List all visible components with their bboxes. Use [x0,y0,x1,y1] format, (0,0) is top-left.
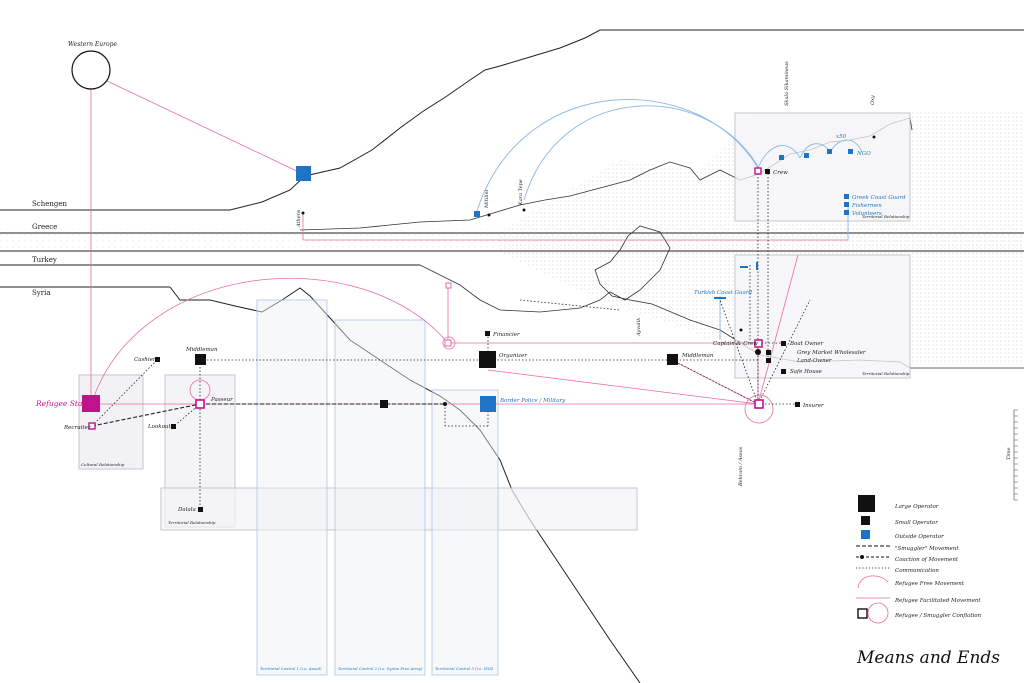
boat-owner-label: Boat Owner [789,341,824,347]
grey-market-label: Grey Market Wholesaler [797,350,866,356]
safe-house-label: Safe House [790,369,823,375]
oxy-label: Oxy [870,95,876,105]
organizer-node [479,351,496,368]
behram-label: Behram / Assos [738,446,744,487]
ngo-label: NGO [856,151,871,157]
organizer-label: Organizer [499,353,527,359]
smuggler-movement [91,403,445,427]
refugee-start-node [82,395,100,412]
crew-top-label: Crew [773,170,788,176]
dalala-node [198,507,203,512]
greek-coast-guard-label: Greek Coast Guard [852,195,906,201]
financier-node [485,331,490,336]
middleman-right-node [667,354,678,365]
grey-market-node [766,350,771,355]
athens-label: Athens [296,209,302,228]
cashier-label: Cashier [134,357,156,363]
kara-tepe-label: Kara Tepe [518,179,524,206]
border-police-node [480,396,496,412]
time-axis: Time [1006,409,1018,501]
small-operator-icon [861,516,870,525]
financier-label: Financier [492,332,520,338]
legend-label: "Smuggler" Movement [895,546,959,552]
territorial-top-label: Territorial Relationship [862,214,910,219]
passeur-node [195,399,205,409]
turkish-coast-guard-node [714,297,726,299]
dalala-label: Dalala [177,507,196,513]
middleman-left-label: Middleman [185,347,218,353]
ngo-node [848,149,853,154]
crew-top-node [765,169,770,174]
land-owner-label: Land-Owner [796,358,832,364]
labels: Western Europe Schengen Greece Turkey Sy… [32,41,910,671]
syria-label: Syria [32,289,51,297]
border-police-label: Border Police / Military [499,398,566,404]
time-label: Time [1006,447,1012,460]
legend-label: Refugee Facilitated Movement [894,598,981,604]
mitilini-label: Mitilini [484,189,490,209]
insurer-label: Insurer [802,403,824,409]
volunteers-label: Volunteers [852,211,882,217]
legend-label: Refugee / Smuggler Conflation [894,613,982,619]
smuggler-node [380,400,388,408]
lookout-node [171,424,176,429]
large-operator-icon [858,495,875,512]
skala-label: Skala Sikamineas [784,61,790,106]
conflation-icon [857,602,889,624]
captain-crew-label: Captain & Crew [713,341,758,347]
greece-label: Greece [32,223,57,231]
legend-label: Outside Operator [895,534,944,540]
middleman-right-label: Middleman [681,353,714,359]
page-title: Means and Ends [856,648,1000,668]
boat-owner-node [781,341,786,346]
control3-label: Territorial Control 3 (i.e. ISIS) [435,666,494,671]
cultural-label: Cultural Relationship [81,462,125,467]
western-europe-label: Western Europe [68,41,117,48]
nodes [71,50,876,512]
coastline-syria [169,286,641,683]
ayvalik-label: Ayvalik [636,318,642,337]
cashier-node [155,357,160,362]
territorial-right-label: Territorial Relationship [862,371,910,376]
legend-label: Coaction of Movement [895,557,959,563]
outside-operator-icon [861,530,870,539]
land-owner-node [766,358,771,363]
safe-house-node [781,369,786,374]
athens-outside-operator [296,166,311,181]
recruiter-node [88,422,96,430]
recruiter-label: Recruiter [63,425,91,431]
x50-label: x50 [836,134,847,140]
western-europe-node [71,50,111,90]
legend-label: Communication [895,568,939,574]
insurer-conflation-node [754,399,764,409]
middleman-left-node [195,354,206,365]
turkey-label: Turkey [32,256,57,264]
schengen-label: Schengen [32,200,67,208]
insurer-node [795,402,800,407]
legend-label: Small Operator [895,520,938,526]
control2-label: Territorial Control 2 (i.e. Syrian Free … [338,666,423,671]
fishermen-label: Fishermen [851,203,882,209]
refugee-free-movement-icon [857,575,889,589]
territorial-left-label: Territorial Relationship [168,520,216,525]
refugee-start-label: Refugee Start [35,399,90,408]
region-bands [0,209,1024,288]
turkish-coast-guard-label: Turkish Coast Guard [694,290,752,296]
mitilini-operator [474,211,480,217]
passeur-label: Passeur [210,397,233,403]
communication [91,170,811,510]
control1-label: Territorial Control 1 (i.e. Assad) [260,666,322,671]
legend-label: Refugee Free Movement [894,581,965,587]
lookout-label: Lookout [147,424,171,430]
legend-label: Large Operator [894,504,939,510]
captain-crew-node [754,339,763,348]
coaction-movement-icon [856,555,890,559]
athens-point [301,211,305,215]
relationship-boxes [78,112,911,676]
